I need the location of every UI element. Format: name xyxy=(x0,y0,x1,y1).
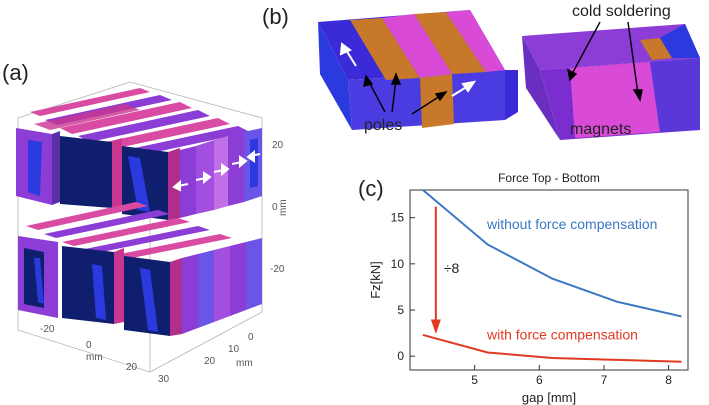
chart-title: Force Top - Bottom xyxy=(498,171,600,185)
tick-y-0: 0 xyxy=(248,332,254,343)
series-line-with-compensation xyxy=(422,333,682,363)
tick-z-neg20: -20 xyxy=(270,264,285,275)
panel-a-3d-magnet-model: -20 0 mm 20 30 20 10 0 mm 20 0 -20 mm xyxy=(16,81,289,385)
x-tick-label: 5 xyxy=(471,373,478,387)
y-tick-label: 15 xyxy=(391,211,405,225)
upper-array xyxy=(16,88,262,220)
tick-z-0: 0 xyxy=(272,202,278,213)
tick-x-1: -20 xyxy=(40,324,55,335)
label-cold-soldering: cold soldering xyxy=(572,3,671,20)
x-tick-label: 8 xyxy=(665,373,672,387)
panel-b-left-module xyxy=(318,10,518,130)
y-axis-label: Fz[kN] xyxy=(368,261,383,299)
x-axis-label: gap [mm] xyxy=(522,390,576,405)
series-line-without-compensation xyxy=(422,189,682,318)
x-tick-label: 7 xyxy=(601,373,608,387)
panel-a-label: (a) xyxy=(2,60,29,85)
x-tick-label: 6 xyxy=(536,373,543,387)
panel-a-axes: -20 0 mm 20 30 20 10 0 mm 20 0 -20 mm xyxy=(40,140,289,385)
y-tick-label: 10 xyxy=(391,257,405,271)
axis-a-x-unit: mm xyxy=(86,352,103,363)
tick-y-30: 30 xyxy=(158,374,170,385)
tick-z-20: 20 xyxy=(272,140,284,151)
series-label: without force compensation xyxy=(486,216,657,232)
y-tick-label: 0 xyxy=(397,349,404,363)
force-chart: Force Top - Bottom 5 6 7 8 0 5 10 15 gap [mm] Fz[k… xyxy=(368,171,689,405)
plot-frame xyxy=(409,189,689,371)
lower-array xyxy=(18,202,262,336)
tick-y-20: 20 xyxy=(204,356,216,367)
series-label: with force compensation xyxy=(486,327,638,343)
label-magnets: magnets xyxy=(570,121,631,138)
axis-a-z-unit: mm xyxy=(278,199,289,216)
reduction-label: ÷8 xyxy=(444,260,460,276)
reduction-arrowhead xyxy=(430,319,441,334)
panel-b-right-module xyxy=(522,24,700,140)
tick-y-10: 10 xyxy=(228,344,240,355)
y-tick-label: 5 xyxy=(397,303,404,317)
panel-b-arrows xyxy=(363,21,643,115)
axis-a-y-unit: mm xyxy=(236,358,253,369)
tick-x-3: 20 xyxy=(126,362,138,373)
label-poles: poles xyxy=(364,117,402,134)
tick-x-2: 0 xyxy=(86,340,92,351)
panel-c-label: (c) xyxy=(358,176,384,201)
panel-b-label: (b) xyxy=(262,4,289,29)
